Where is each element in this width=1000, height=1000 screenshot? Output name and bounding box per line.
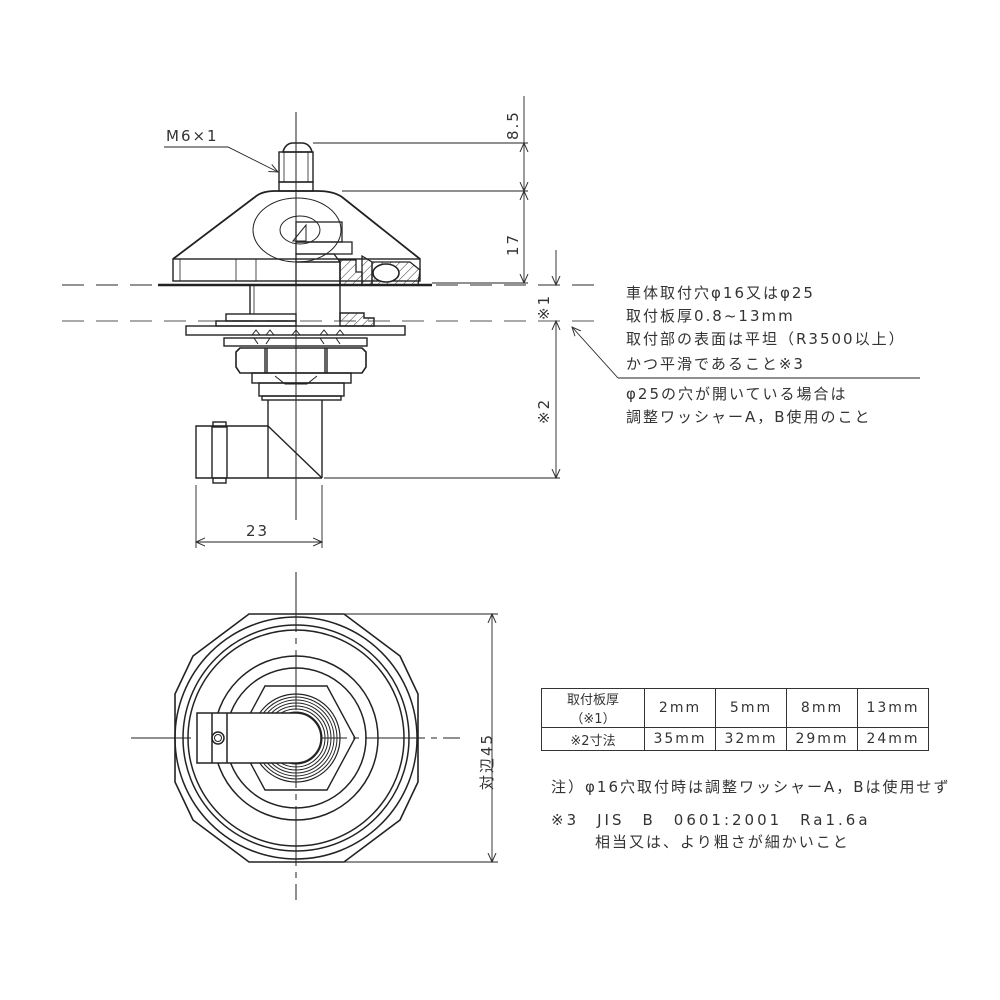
dim-across-flats-label: 対辺45 bbox=[478, 732, 496, 790]
table-row: ※2寸法 35mm 32mm 29mm 24mm bbox=[541, 727, 929, 751]
table-cell: 35mm bbox=[644, 727, 716, 751]
table-cell: 29mm bbox=[786, 727, 858, 751]
table-header-cell: ※2寸法 bbox=[541, 727, 645, 751]
table-row: 取付板厚（※1） 2mm 5mm 8mm 13mm bbox=[541, 688, 929, 728]
note-line: 取付板厚0.8~13mm bbox=[626, 307, 795, 325]
table-cell: 13mm bbox=[857, 688, 929, 728]
note-line: 取付部の表面は平坦（R3500以上） bbox=[626, 330, 906, 348]
footnote-washer: 注）φ16穴取付時は調整ワッシャーA，Bは使用せず bbox=[551, 778, 951, 796]
table-cell: 24mm bbox=[857, 727, 929, 751]
bottom-view bbox=[131, 572, 498, 900]
note-line: かつ平滑であること※3 bbox=[626, 355, 805, 373]
dim-note2-label: ※2 bbox=[535, 397, 553, 424]
dim-width-label: 23 bbox=[246, 522, 270, 540]
table-header-cell: 取付板厚（※1） bbox=[541, 688, 645, 728]
note-line: 調整ワッシャーA，B使用のこと bbox=[626, 408, 872, 426]
side-view bbox=[62, 96, 920, 548]
spec-table: 取付板厚（※1） 2mm 5mm 8mm 13mm ※2寸法 35mm 32mm… bbox=[541, 688, 929, 751]
table-cell: 5mm bbox=[715, 688, 787, 728]
thread-spec-label: M6×1 bbox=[166, 127, 219, 145]
table-cell: 2mm bbox=[644, 688, 716, 728]
note-line: 車体取付穴φ16又はφ25 bbox=[626, 284, 815, 302]
footnote-ref3-line1: ※3 JIS B 0601:2001 Ra1.6a bbox=[551, 811, 871, 829]
dim-top-label: 8.5 bbox=[504, 110, 522, 140]
table-cell: 8mm bbox=[786, 688, 858, 728]
table-cell: 32mm bbox=[715, 727, 787, 751]
note-line: φ25の穴が開いている場合は bbox=[626, 385, 848, 403]
dim-note1-label: ※1 bbox=[535, 293, 553, 320]
footnote-ref3-line2: 相当又は、より粗さが細かいこと bbox=[595, 833, 850, 851]
dim-body-label: 17 bbox=[504, 232, 522, 256]
